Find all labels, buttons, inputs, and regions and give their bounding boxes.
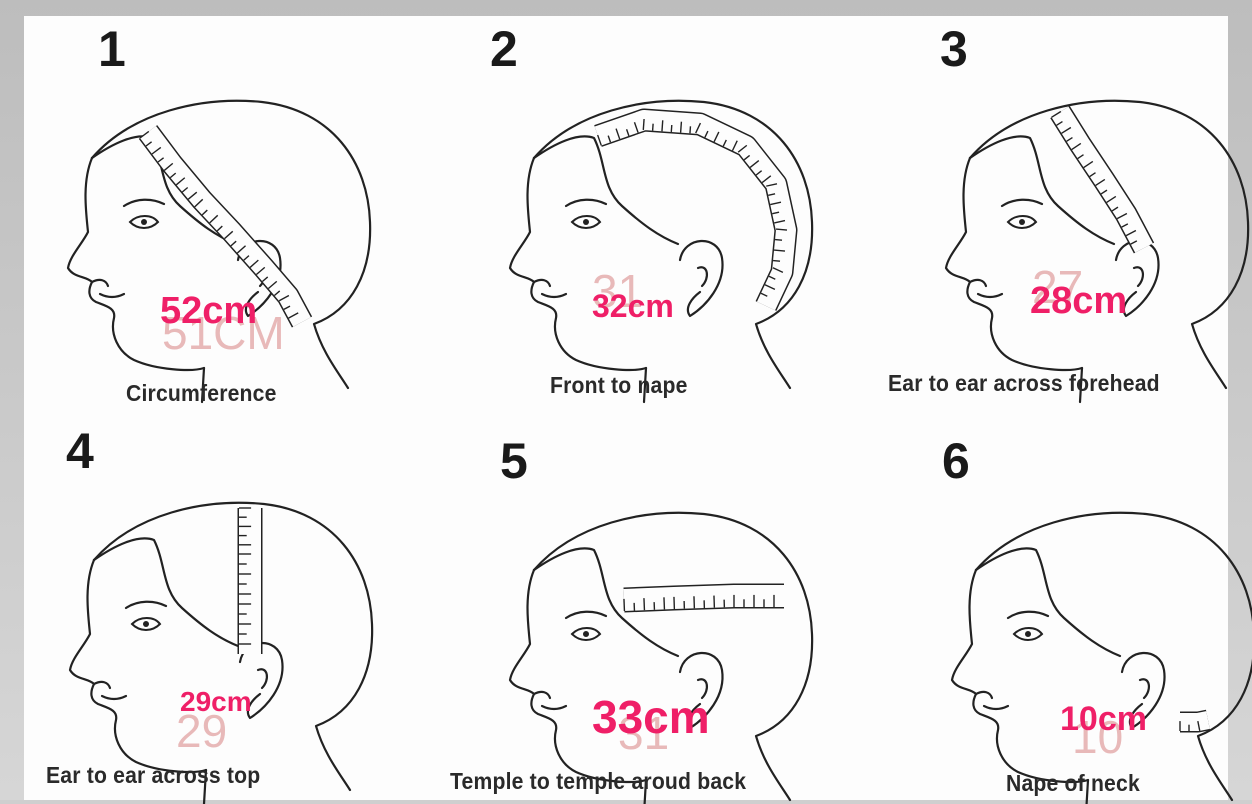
measurement-caption: Nape of neck <box>1006 770 1140 797</box>
measurement-value: 33cm <box>592 694 710 740</box>
measurement-value: 52cm <box>160 292 257 330</box>
head-illustration-3 <box>890 20 1252 412</box>
measurement-caption: Ear to ear across forehead <box>888 370 1160 397</box>
diagram-panel-6: 6 10 10cm Nape of neck <box>890 412 1252 804</box>
measurement-caption: Circumference <box>126 380 277 407</box>
head-illustration-4 <box>38 412 438 804</box>
diagram-number: 4 <box>66 426 94 476</box>
diagram-number: 3 <box>940 24 968 74</box>
diagram-panel-2: 2 31 32cm Front to nape <box>464 20 864 412</box>
diagram-number: 2 <box>490 24 518 74</box>
diagram-number: 6 <box>942 436 970 486</box>
measurement-sheet: 1 51CM 52cm Circumference 2 31 32cm Fron… <box>24 16 1228 800</box>
measurement-value: 28cm <box>1030 282 1127 320</box>
diagram-panel-5: 5 31 33cm Temple to temple aroud back <box>464 412 864 804</box>
diagram-number: 5 <box>500 436 528 486</box>
head-illustration-2 <box>464 20 864 412</box>
measurement-value: 29cm <box>180 688 252 716</box>
diagram-panel-3: 3 27 28cm Ear to ear across forehead <box>890 20 1252 412</box>
measurement-value: 10cm <box>1060 702 1147 736</box>
measurement-caption: Temple to temple aroud back <box>450 768 746 795</box>
measurement-caption: Ear to ear across top <box>46 762 260 789</box>
diagram-number: 1 <box>98 24 126 74</box>
diagram-panel-4: 4 29 29cm Ear to ear across top <box>38 412 438 804</box>
diagram-panel-1: 1 51CM 52cm Circumference <box>38 20 438 412</box>
measurement-caption: Front to nape <box>550 372 688 399</box>
measurement-value: 32cm <box>592 290 674 322</box>
